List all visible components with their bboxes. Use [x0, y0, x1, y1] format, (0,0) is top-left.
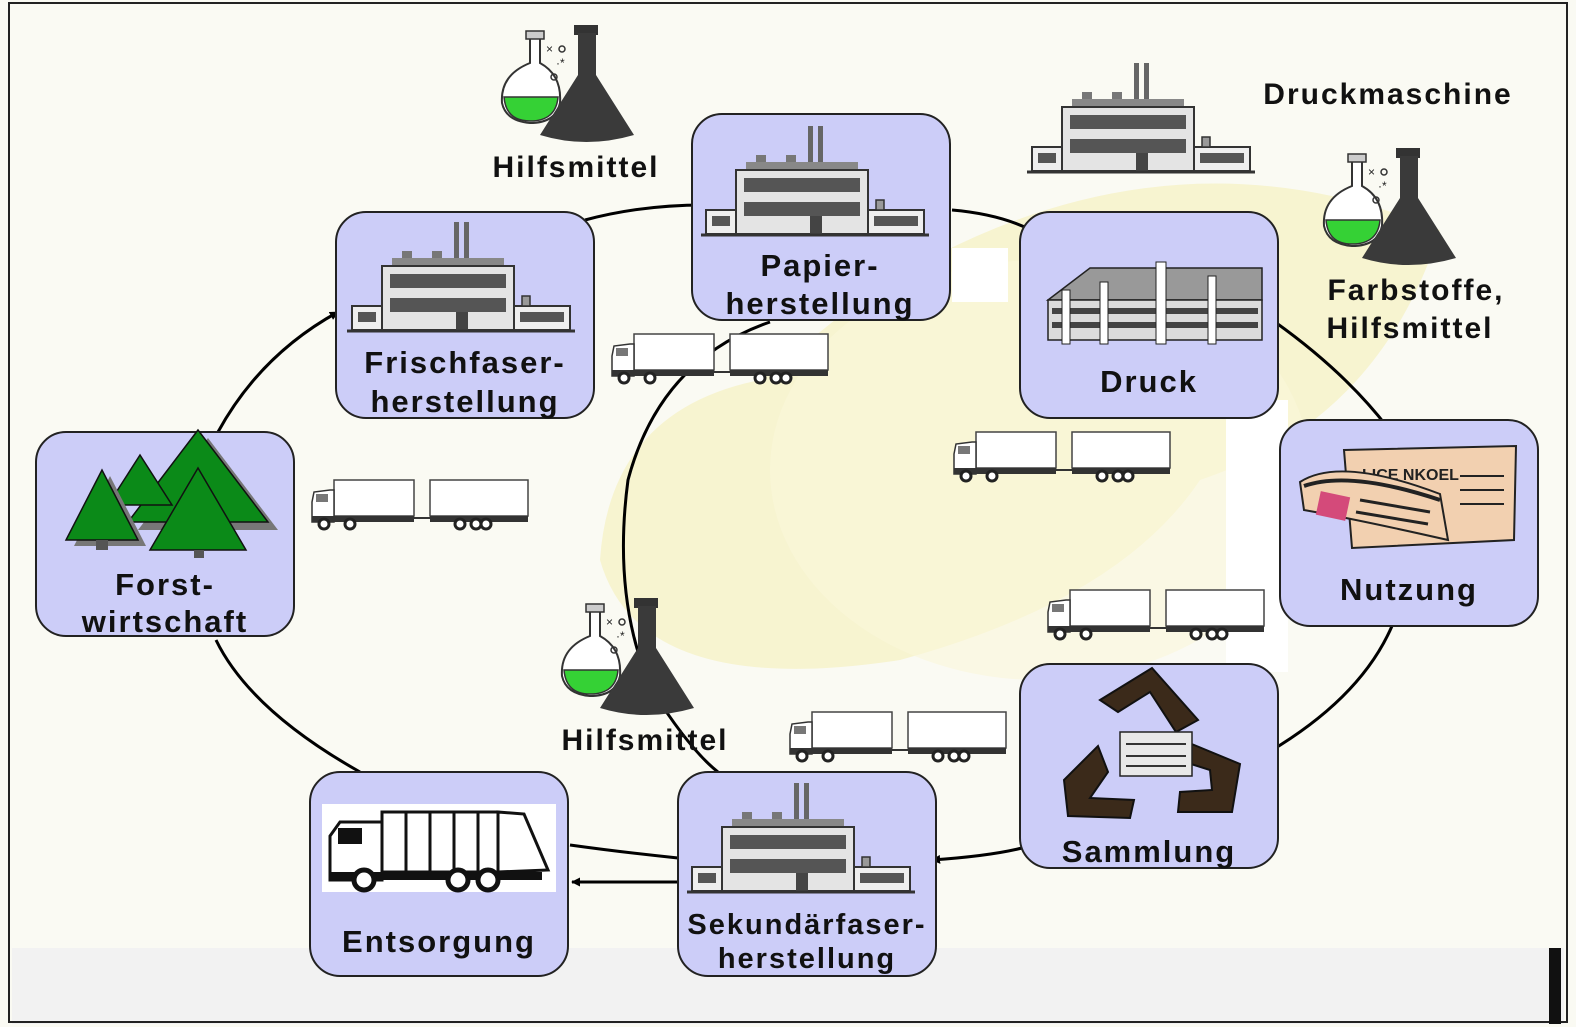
slide-frame: [8, 2, 1568, 1023]
node-nutzung[interactable]: LICE NKOEL Nutzung: [1279, 419, 1539, 627]
recycle-icon: [1062, 666, 1242, 820]
label-farbstoffe-hilfsmittel: Hilfsmittel: [1326, 312, 1493, 345]
label-druckmaschine: Druckmaschine: [1263, 78, 1512, 111]
node-label-papier-2: herstellung: [725, 286, 914, 321]
label-hilfsmittel-top: Hilfsmittel: [492, 151, 659, 184]
node-entsorgung[interactable]: Entsorgung: [309, 771, 569, 977]
node-frischfaserherstellung[interactable]: Frischfaser- herstellung: [335, 211, 595, 419]
label-hilfsmittel-bottom: Hilfsmittel: [561, 724, 728, 757]
arrow-frisch-to-papier: [584, 200, 706, 222]
line-entsorgung-to-forst: [214, 639, 361, 774]
node-label-druck: Druck: [1100, 364, 1198, 399]
garbage-truck-icon: [322, 804, 556, 893]
node-label-forst-2: wirtschaft: [81, 604, 248, 639]
node-druck[interactable]: Druck: [1019, 211, 1279, 419]
print-building-icon: [1045, 261, 1263, 345]
node-label-frisch-2: herstellung: [370, 384, 559, 419]
trees-icon: [64, 428, 278, 558]
arrow-nutzung-to-sammlung: [1261, 625, 1394, 758]
node-forstwirtschaft[interactable]: Forst- wirtschaft: [35, 428, 295, 639]
node-sammlung[interactable]: Sammlung: [1019, 663, 1279, 869]
node-label-sammlung: Sammlung: [1062, 834, 1236, 869]
node-label-frisch-1: Frischfaser-: [364, 345, 565, 380]
line-sekundaer-to-entsorgung-upper: [569, 843, 679, 860]
arrow-sammlung-to-sekundaer: [931, 846, 1023, 864]
node-sekundaerfaserherstellung[interactable]: Sekundärfaser- herstellung: [677, 771, 937, 977]
arrow-druck-to-nutzung: [1274, 320, 1390, 429]
node-label-entsorgung: Entsorgung: [342, 924, 536, 959]
node-label-sekundaer-1: Sekundärfaser-: [687, 909, 926, 941]
arrow-forst-to-frisch: [216, 310, 339, 433]
newspaper-icon: LICE NKOEL: [1298, 444, 1518, 550]
flow-connectors: [214, 200, 1394, 887]
node-papierherstellung[interactable]: Papier- herstellung: [691, 113, 951, 321]
label-farbstoffe: Farbstoffe,: [1327, 274, 1504, 307]
node-label-nutzung: Nutzung: [1340, 572, 1478, 607]
node-label-sekundaer-2: herstellung: [718, 943, 896, 975]
node-label-papier-1: Papier-: [760, 248, 879, 283]
node-label-forst-1: Forst-: [115, 567, 215, 602]
dark-edge-mark: [1549, 948, 1561, 1024]
white-patch-top: [952, 248, 1008, 302]
